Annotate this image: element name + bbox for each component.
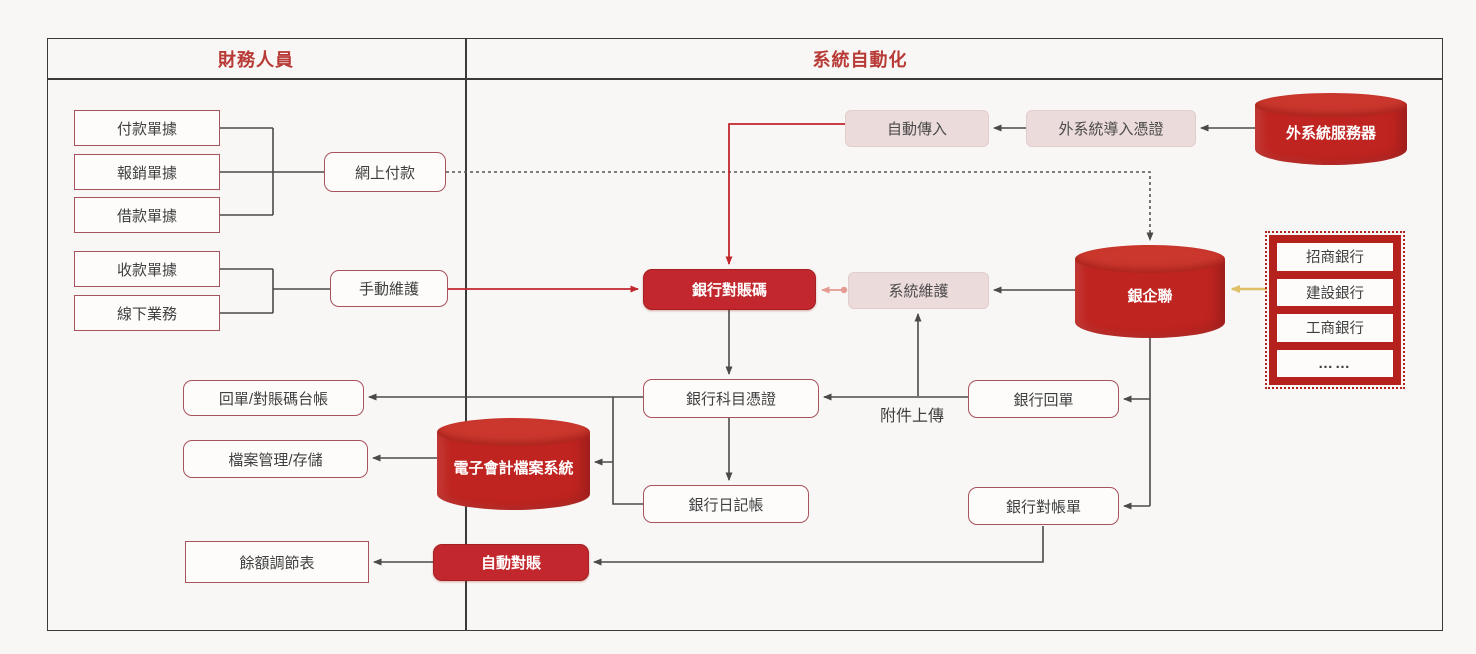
header-separator-line	[47, 78, 1443, 80]
database-e-accounting-archive: 電子會計檔案系統	[437, 418, 590, 510]
node-auto-recon: 自動對賬	[433, 544, 589, 581]
node-reimburse-doc: 報銷單據	[74, 154, 220, 190]
lane-divider-line	[465, 38, 467, 631]
node-offline-biz: 線下業務	[74, 295, 220, 331]
edge-label-attachment-upload: 附件上傳	[879, 408, 944, 425]
lane-header-automation: 系統自動化	[812, 50, 908, 70]
bank-item-cmb: 招商銀行	[1275, 241, 1395, 273]
node-file-management: 檔案管理/存儲	[183, 440, 368, 478]
node-receipt-ledger: 回單/對賬碼台帳	[183, 380, 364, 416]
node-system-maintain: 系統維護	[848, 272, 989, 309]
node-ext-voucher-import: 外系統導入憑證	[1026, 110, 1196, 147]
node-balance-sheet: 餘額調節表	[185, 541, 369, 583]
node-auto-import: 自動傳入	[845, 110, 989, 147]
bank-item-more: ……	[1275, 347, 1395, 379]
bank-item-ccb: 建設銀行	[1275, 276, 1395, 308]
node-bank-receipt: 銀行回單	[968, 380, 1119, 418]
node-bank-recon-code: 銀行對賬碼	[643, 269, 816, 310]
cylinder-top	[1075, 245, 1225, 273]
cylinder-top	[1255, 93, 1407, 117]
node-label: 電子會計檔案系統	[453, 459, 574, 477]
node-receipt-doc: 收款單據	[74, 251, 220, 287]
bank-item-icbc: 工商銀行	[1275, 312, 1395, 344]
node-online-payment: 網上付款	[324, 152, 446, 192]
database-bank-enterprise-link: 銀企聯	[1075, 245, 1225, 338]
node-bank-statement: 銀行對帳單	[968, 487, 1119, 525]
node-label: 外系統服務器	[1285, 124, 1376, 142]
lane-header-finance: 財務人員	[218, 50, 294, 70]
cylinder-top	[437, 418, 590, 446]
node-bank-subject-voucher: 銀行科目憑證	[643, 379, 819, 418]
node-loan-doc: 借款單據	[74, 197, 220, 233]
banks-panel: 招商銀行 建設銀行 工商銀行 ……	[1265, 231, 1405, 389]
node-payment-doc: 付款單據	[74, 110, 220, 146]
node-manual-maintain: 手動維護	[330, 270, 448, 307]
diagram-border	[47, 38, 1443, 631]
node-label: 銀企聯	[1127, 287, 1173, 305]
database-ext-server: 外系統服務器	[1255, 93, 1407, 165]
node-bank-journal: 銀行日記帳	[643, 485, 809, 523]
